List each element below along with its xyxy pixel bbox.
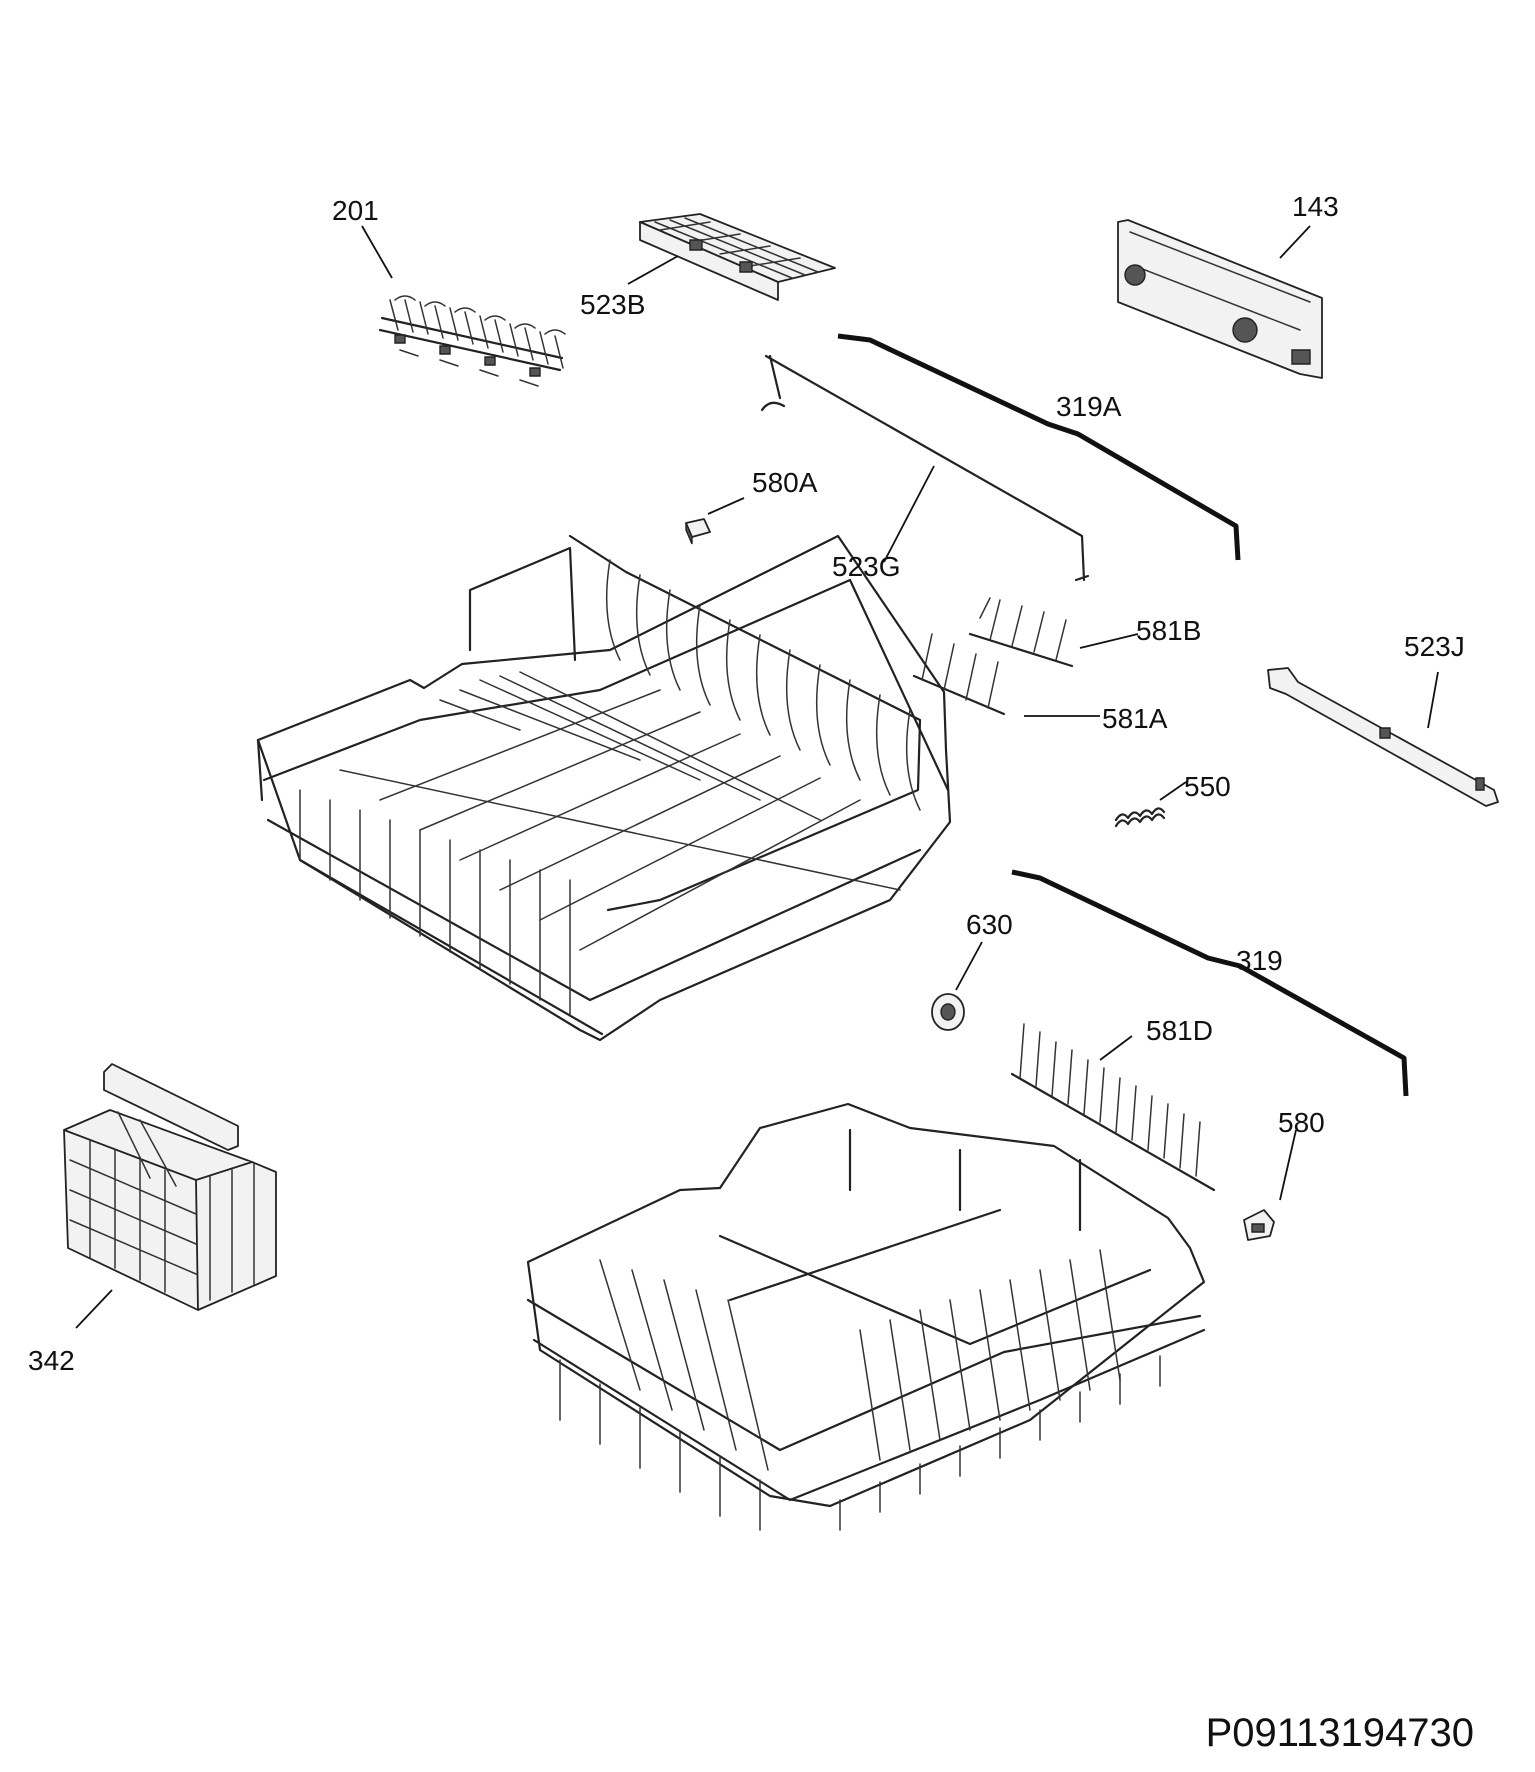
part-319A-rail [837,333,1241,561]
leader-lines [75,225,1439,1329]
label-523G: 523G [832,551,901,582]
part-523G-arm [760,354,1090,582]
label-630: 630 [966,909,1013,940]
label-523J: 523J [1404,631,1465,662]
part-523J-bracket [1267,667,1499,807]
upper-basket [256,534,952,1042]
label-143: 143 [1292,191,1339,222]
part-342-cutlery-basket [63,1063,277,1311]
part-319-rail [1011,869,1409,1097]
part-581D-tines [1010,1023,1216,1192]
label-580A: 580A [752,467,818,498]
part-581A-tines [912,633,1006,716]
lower-basket [526,1102,1206,1531]
label-580: 580 [1278,1107,1325,1138]
label-342: 342 [28,1345,75,1376]
drawing-code: P09113194730 [1206,1711,1474,1755]
label-550: 550 [1184,771,1231,802]
part-550-spring [1114,807,1166,828]
part-630-wheel [931,993,965,1031]
part-580A-clip [685,518,711,545]
part-580-clip [1243,1209,1275,1241]
label-581D: 581D [1146,1015,1213,1046]
part-581B-tines [968,597,1074,668]
label-319A: 319A [1056,391,1122,422]
label-201: 201 [332,195,379,226]
label-319: 319 [1236,945,1283,976]
part-143-plate [1117,219,1323,379]
label-581B: 581B [1136,615,1201,646]
label-523B: 523B [580,289,645,320]
part-523B-insert [639,213,836,301]
label-581A: 581A [1102,703,1168,734]
part-labels: 201 523B 143 319A 580A 523G 581B 523J 58… [28,191,1465,1376]
part-201-clips [378,295,566,387]
